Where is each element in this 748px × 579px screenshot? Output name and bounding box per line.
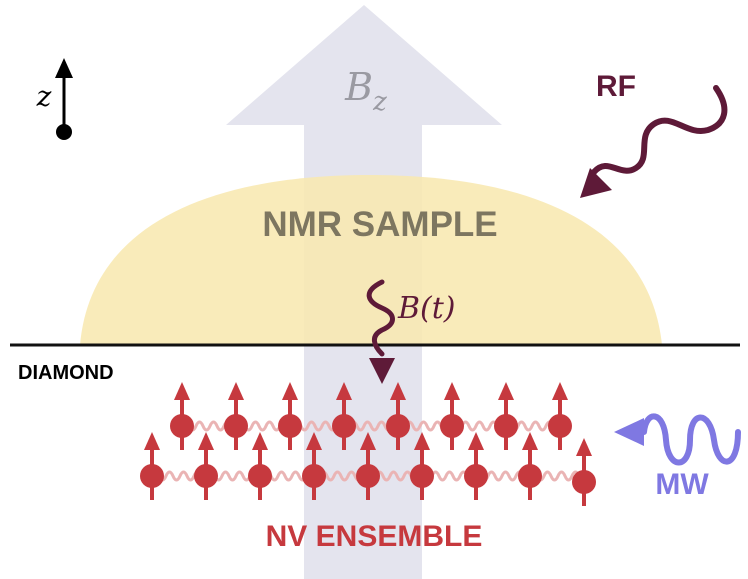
spin-up-icon (494, 382, 518, 450)
nmr-sample-dome (80, 175, 662, 345)
signal-wave-icon (366, 279, 395, 357)
signal-label: B(t) (397, 291, 456, 326)
spin-up-icon (464, 432, 488, 500)
spin-up-icon (170, 382, 194, 450)
spin-up-icon (248, 432, 272, 500)
spin-up-icon (386, 382, 410, 450)
spin-up-icon (518, 432, 542, 500)
spin-up-icon (302, 432, 326, 500)
nv-ensemble-label: NV ENSEMBLE (266, 520, 483, 553)
diamond-label: DIAMOND (18, 362, 114, 384)
mw-arrowhead-icon (614, 418, 644, 446)
nv-ensemble (140, 382, 596, 506)
spin-up-icon (278, 382, 302, 450)
mw-wave-icon (641, 413, 741, 466)
spin-up-icon (356, 432, 380, 500)
field-label-sub: z (372, 87, 387, 117)
spin-up-icon (140, 432, 164, 500)
spin-up-icon (572, 438, 596, 506)
spin-up-icon (194, 432, 218, 500)
spin-up-icon (410, 432, 434, 500)
spin-up-icon (224, 382, 248, 450)
field-label-main: B (344, 65, 373, 109)
field-label: Bz (344, 65, 387, 117)
mw-label: MW (655, 468, 709, 501)
z-axis-icon (55, 58, 73, 140)
spin-up-icon (440, 382, 464, 450)
spin-up-icon (332, 382, 356, 450)
sample-label: NMR SAMPLE (262, 205, 497, 244)
rf-arrowhead-icon (580, 168, 612, 198)
rf-label: RF (596, 70, 636, 103)
spin-up-icon (548, 382, 572, 450)
z-axis-label: z (36, 80, 52, 113)
signal-arrowhead-icon (369, 358, 395, 384)
